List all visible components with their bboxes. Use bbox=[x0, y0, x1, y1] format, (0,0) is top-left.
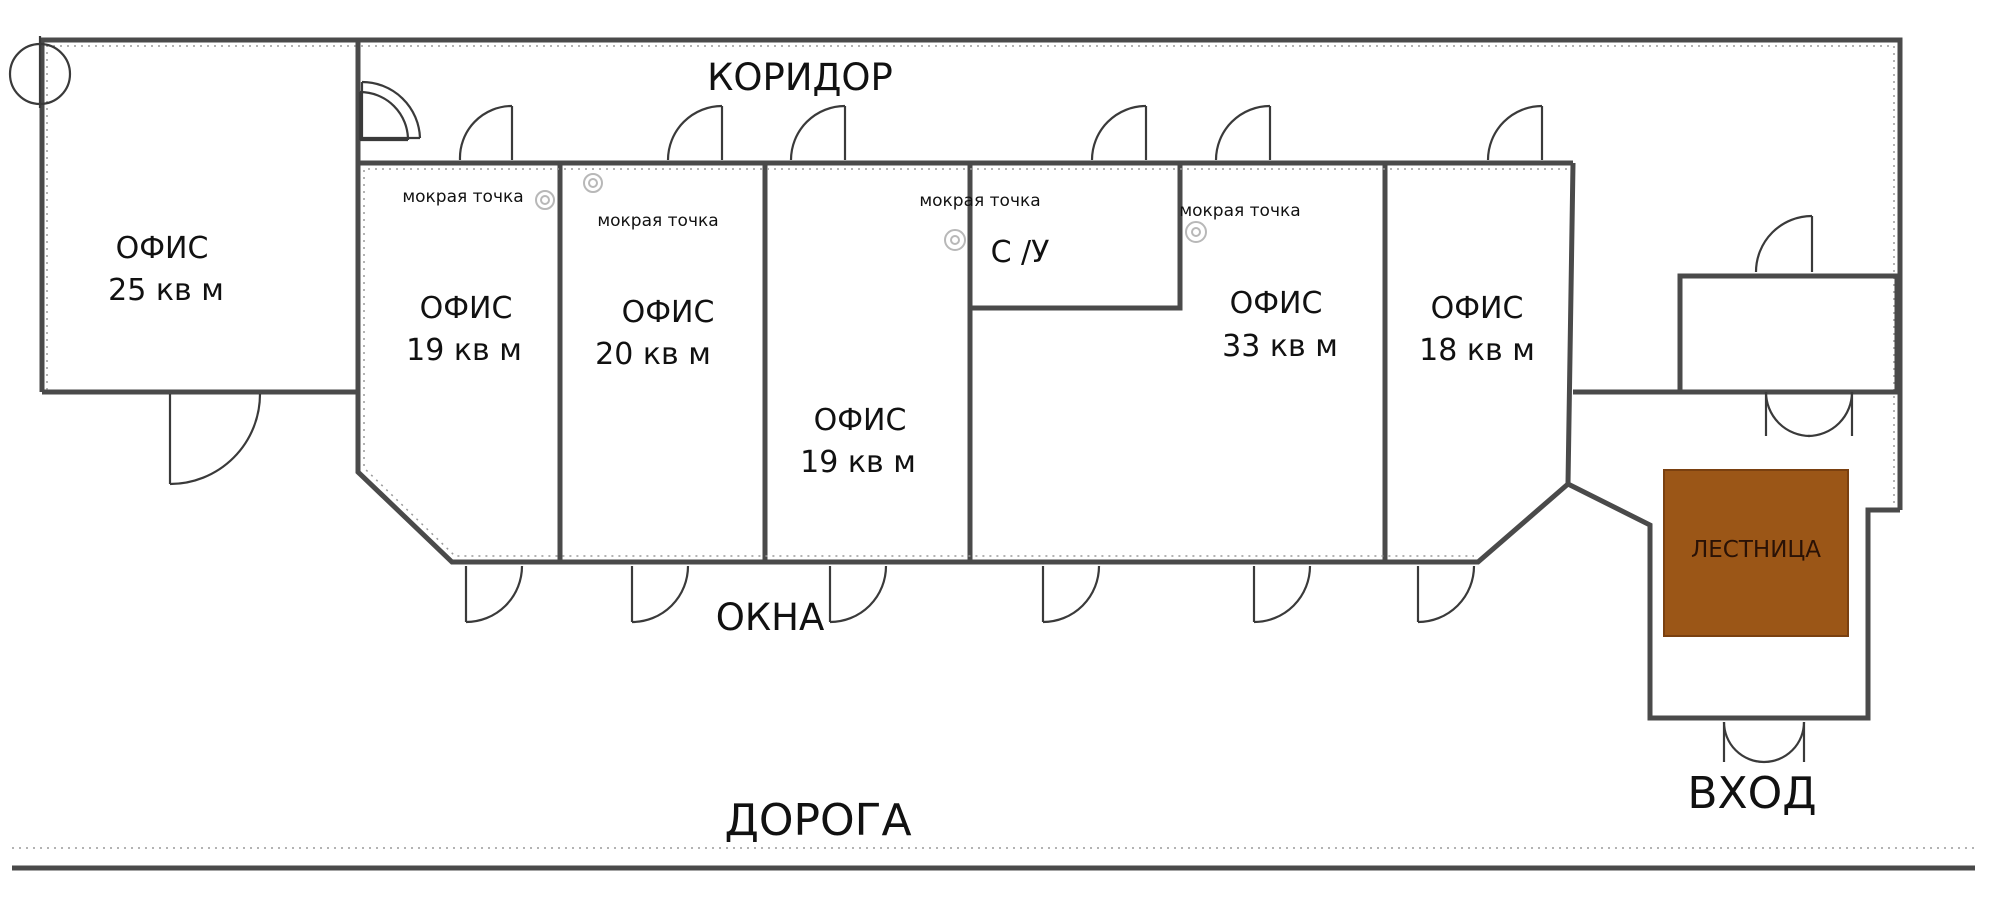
wc-label: С /У bbox=[991, 235, 1050, 270]
stair-hall-walls bbox=[1566, 273, 1900, 721]
door-icon bbox=[789, 104, 847, 161]
door-icon bbox=[458, 104, 514, 161]
office-name: ОФИС bbox=[420, 291, 513, 326]
wet-point-label: мокрая точка bbox=[1179, 201, 1300, 221]
wet-point-label: мокрая точка bbox=[402, 187, 523, 207]
office-room bbox=[42, 40, 361, 395]
office-name: ОФИС bbox=[814, 403, 907, 438]
window-swing-icon bbox=[1041, 565, 1101, 624]
wet-point-icon bbox=[535, 190, 555, 210]
door-icon bbox=[1214, 104, 1272, 161]
office-block-walls bbox=[355, 160, 1576, 565]
corridor-label: КОРИДОР bbox=[707, 56, 893, 99]
entrance-label: ВХОД bbox=[1687, 768, 1816, 819]
wet-point-icon bbox=[1185, 221, 1207, 243]
office-area: 33 кв м bbox=[1222, 329, 1338, 364]
wet-point-icon bbox=[944, 229, 966, 251]
office-area: 18 кв м bbox=[1419, 333, 1535, 368]
office-area: 20 кв м bbox=[595, 337, 711, 372]
stairs-label: ЛЕСТНИЦА bbox=[1691, 537, 1821, 563]
office-name: ОФИС bbox=[622, 295, 715, 330]
office-name: ОФИС bbox=[1431, 291, 1524, 326]
office-name: ОФИС bbox=[1230, 286, 1323, 321]
wet-point-label: мокрая точка bbox=[919, 191, 1040, 211]
door-icon bbox=[360, 80, 422, 140]
wet-point-icon bbox=[583, 173, 603, 193]
door-icon bbox=[1486, 104, 1544, 161]
door-icon bbox=[666, 104, 724, 161]
door-icon bbox=[8, 36, 72, 108]
door-icon bbox=[358, 90, 410, 142]
office-area: 25 кв м bbox=[108, 273, 224, 308]
road-label: ДОРОГА bbox=[724, 795, 911, 846]
door-icon bbox=[168, 393, 262, 486]
window-swing-icon bbox=[1252, 565, 1312, 624]
office-name: ОФИС bbox=[116, 231, 209, 266]
windows-label: ОКНА bbox=[716, 596, 825, 639]
window-swing-icon bbox=[630, 565, 690, 624]
wet-point-label: мокрая точка bbox=[597, 211, 718, 231]
office-area: 19 кв м bbox=[406, 333, 522, 368]
door-icon bbox=[1090, 104, 1148, 161]
entrance-door-icon bbox=[1722, 721, 1806, 764]
window-swing-icon bbox=[464, 565, 524, 624]
double-door-icon bbox=[1764, 391, 1854, 438]
stairs: ЛЕСТНИЦА bbox=[1663, 469, 1849, 637]
office-area: 19 кв м bbox=[800, 445, 916, 480]
window-swing-icon bbox=[1416, 565, 1476, 624]
window-swing-icon bbox=[828, 565, 888, 624]
road bbox=[12, 847, 1975, 871]
door-icon bbox=[1754, 214, 1814, 273]
